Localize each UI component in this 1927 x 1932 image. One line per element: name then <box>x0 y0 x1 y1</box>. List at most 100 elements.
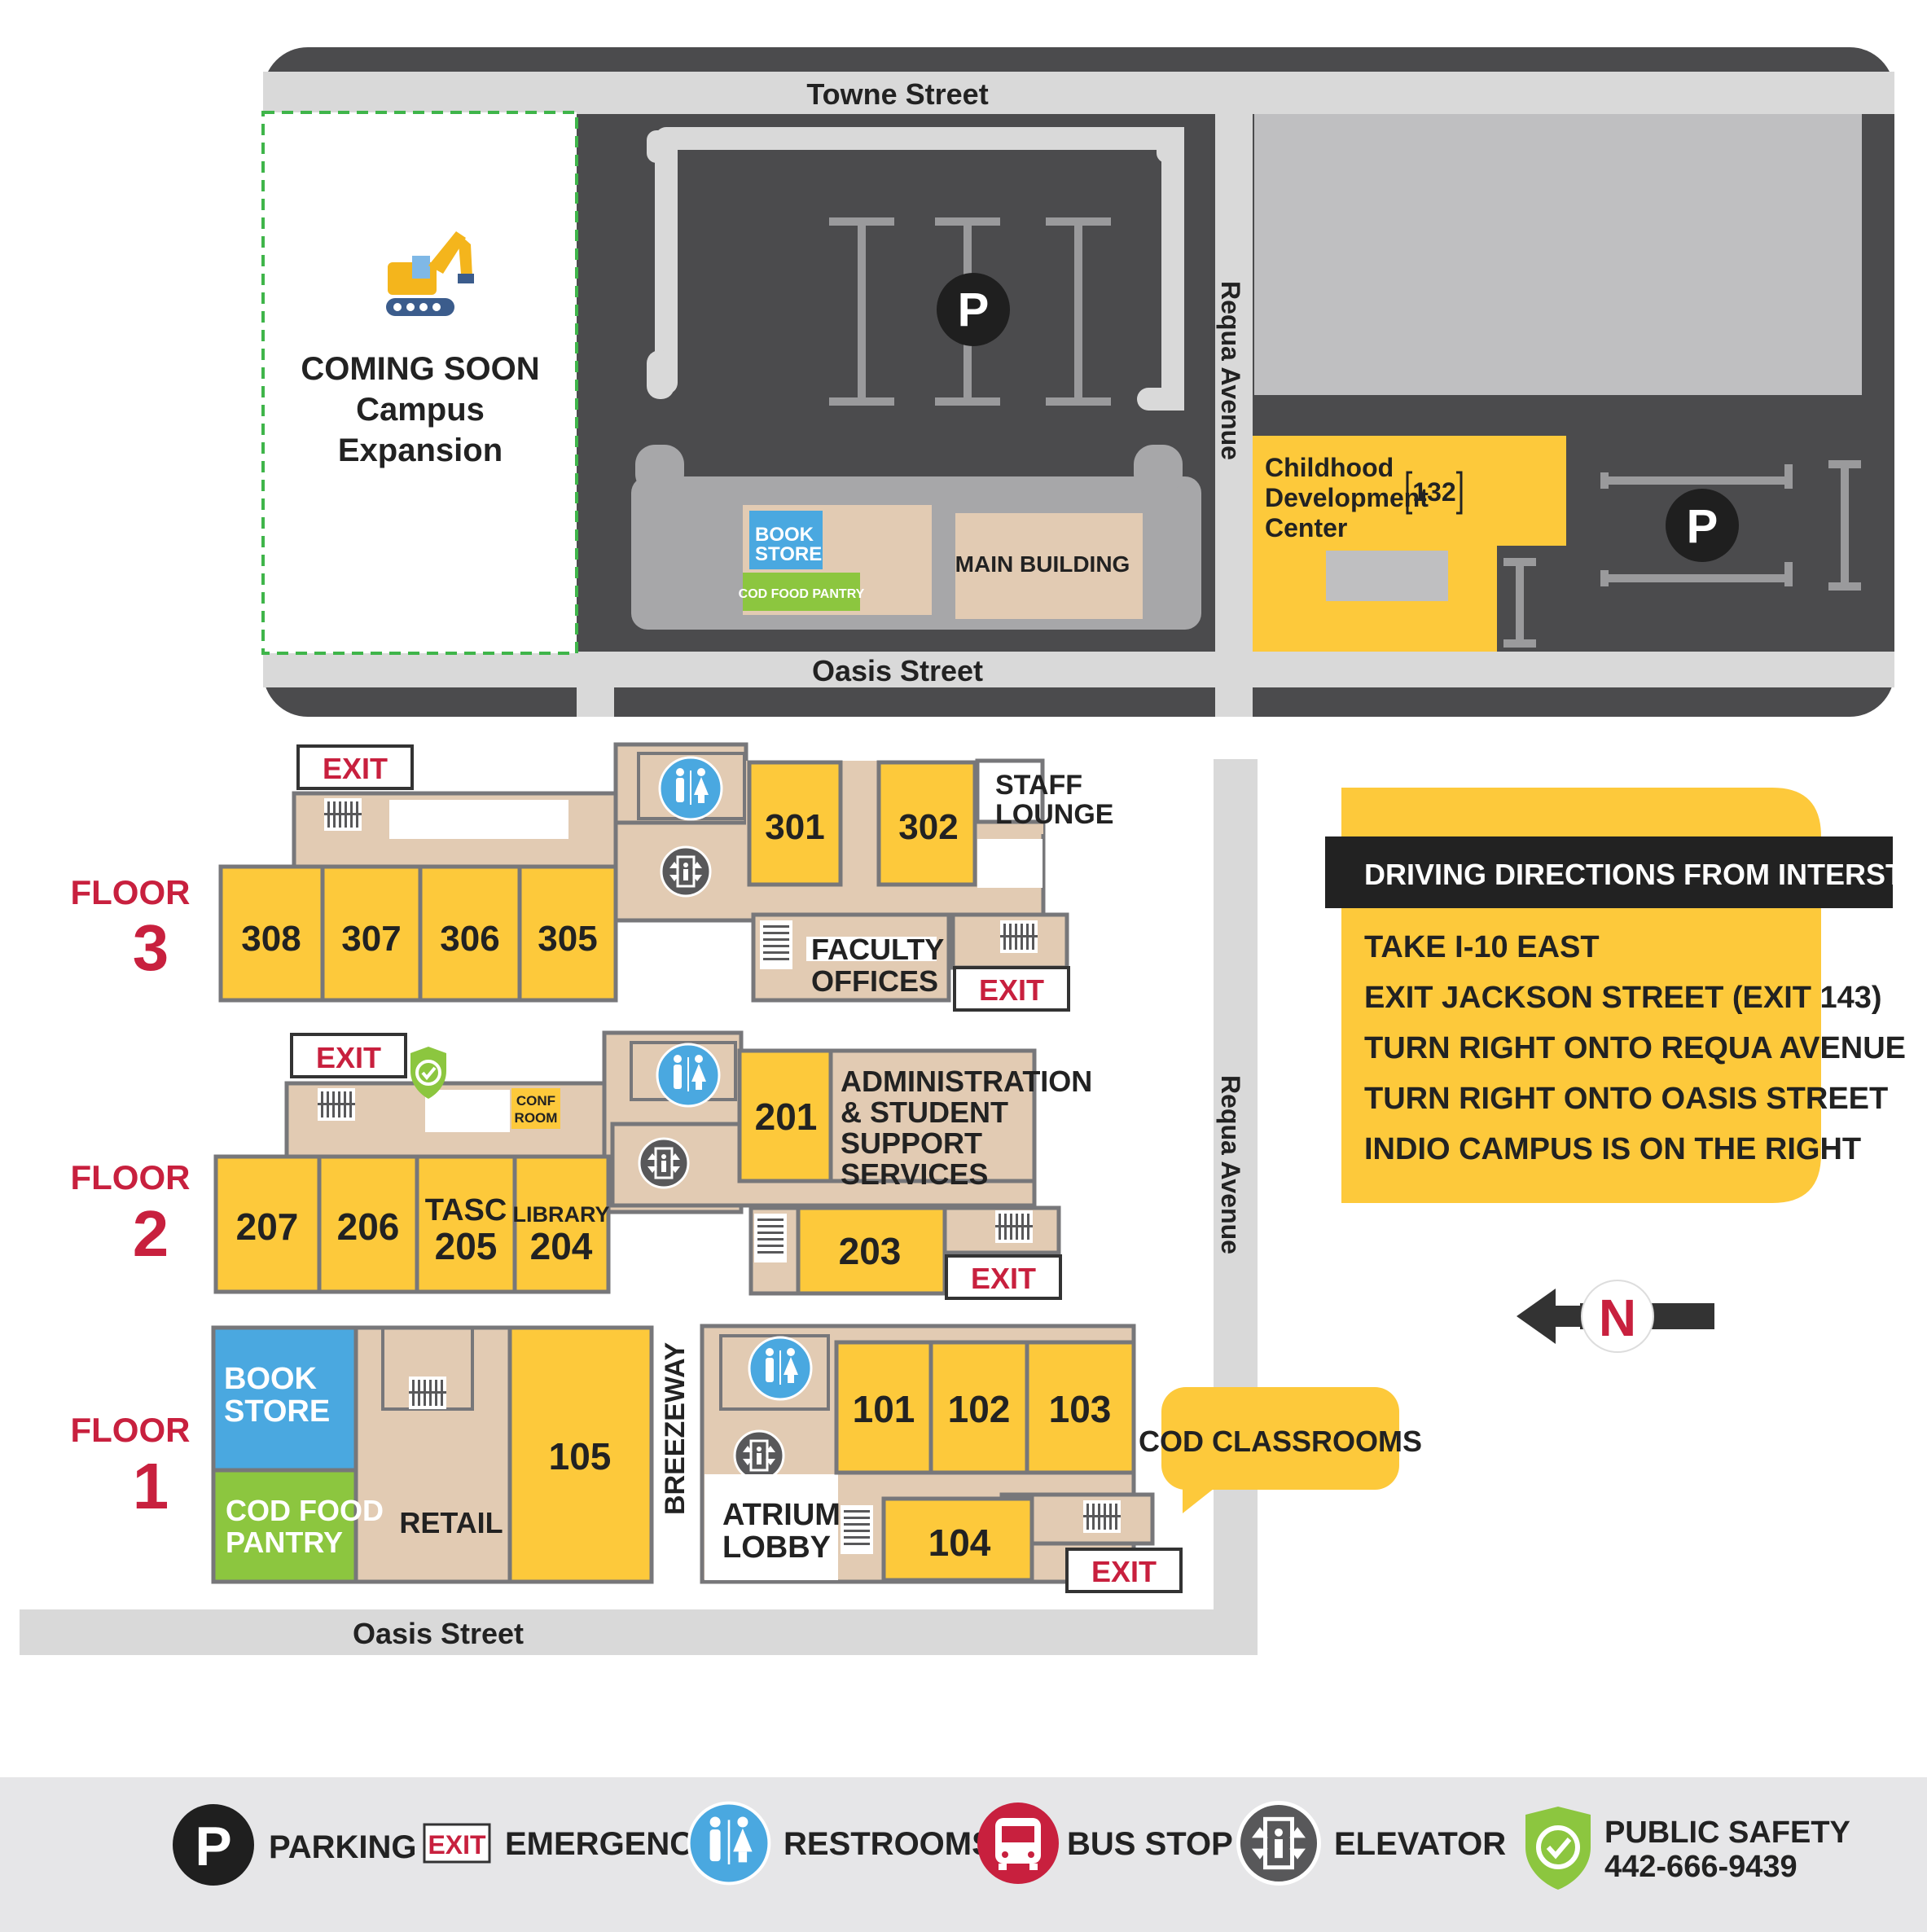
main-food-pantry-block <box>743 573 860 611</box>
library-label: LIBRARY <box>513 1202 610 1227</box>
main-food-pantry-label: COD FOOD PANTRY <box>739 587 865 601</box>
oasis-street-top-label: Oasis Street <box>812 654 983 687</box>
north-label: N <box>1599 1289 1636 1347</box>
room-104 <box>881 1496 1034 1583</box>
legend: P PARKING EXIT EMERGENCY RESTROOMS BUS S… <box>0 1777 1927 1932</box>
atrium-line2: LOBBY <box>722 1530 831 1565</box>
food-pantry-floor1 <box>211 1468 358 1584</box>
retail-label: RETAIL <box>399 1506 503 1539</box>
admin-line3: SUPPORT <box>841 1126 982 1160</box>
floor-1-word: FLOOR <box>71 1411 191 1449</box>
requa-avenue-top-label: Requa Avenue <box>1216 281 1245 460</box>
expansion-line3: Expansion <box>338 433 503 468</box>
room-301 <box>747 760 843 887</box>
exit-sign-floor3-west <box>296 744 414 790</box>
oasis-street-road-bottom <box>20 1609 1258 1655</box>
staff-lounge-line1: STAFF <box>995 770 1082 801</box>
requa-avenue-road-top <box>1215 114 1253 717</box>
faculty-offices-line1: FACULTY <box>811 933 944 966</box>
oasis-street-road <box>263 652 1894 687</box>
room-203-label: 203 <box>839 1230 902 1272</box>
north-arrow-icon: N <box>1517 1280 1714 1353</box>
main-bookstore-line1: BOOK <box>755 524 814 546</box>
legend-restrooms-label: RESTROOMS <box>784 1826 994 1862</box>
cdc-line2: Development <box>1265 483 1429 512</box>
legend-phone-number: 442-666-9439 <box>1604 1850 1798 1884</box>
floor-2-word: FLOOR <box>71 1158 191 1197</box>
exit-sign-icon <box>423 1823 491 1864</box>
floor-3-number: 3 <box>133 911 169 984</box>
atrium-line1: ATRIUM <box>722 1498 841 1532</box>
directions-step-4: TURN RIGHT ONTO OASIS STREET <box>1364 1082 1888 1116</box>
floor-2-plan: CONF ROOM 207 206 TASC 205 LIBRARY 204 2… <box>213 1030 1092 1300</box>
legend-emergency-label: EMERGENCY <box>505 1826 715 1862</box>
room-306-label: 306 <box>440 919 499 959</box>
room-102 <box>928 1340 1029 1475</box>
exit-label: EXIT <box>979 973 1044 1007</box>
directions-title: DRIVING DIRECTIONS FROM INTERSTATE 10: <box>1364 858 1927 891</box>
directions-step-5: INDIO CAMPUS IS ON THE RIGHT <box>1364 1132 1861 1166</box>
room-206-label: 206 <box>337 1205 400 1248</box>
exit-sign-floor2-east <box>945 1254 1062 1300</box>
elevator-icon-floor1 <box>733 1429 785 1482</box>
cod-classrooms-callout: COD CLASSROOMS <box>1139 1387 1422 1513</box>
towne-street-road <box>263 72 1894 114</box>
faculty-offices-line2: OFFICES <box>811 964 938 998</box>
bookstore-floor1 <box>211 1325 358 1473</box>
oasis-street-bottom-label: Oasis Street <box>353 1617 524 1650</box>
restroom-icon-floor1 <box>748 1336 813 1401</box>
legend-elevator-label: ELEVATOR <box>1334 1826 1506 1862</box>
parking-icon <box>173 1804 254 1886</box>
room-105 <box>507 1325 654 1584</box>
excavator-icon <box>386 231 474 316</box>
room-305 <box>517 864 618 1003</box>
room-301-label: 301 <box>765 807 824 847</box>
expansion-line2: Campus <box>356 392 485 428</box>
breezeway-label: BREEZEWAY <box>660 1341 691 1515</box>
legend-parking-symbol: P <box>195 1816 231 1877</box>
atrium-lobby <box>705 1474 838 1580</box>
room-103 <box>1025 1340 1136 1475</box>
bookstore-floor1-line2: STORE <box>224 1394 330 1429</box>
bookstore-floor1-line1: BOOK <box>224 1362 318 1396</box>
exit-label: EXIT <box>316 1041 381 1074</box>
exit-sign-floor3-east <box>953 966 1070 1012</box>
directions-step-2: EXIT JACKSON STREET (EXIT 143) <box>1364 981 1882 1015</box>
exit-label: EXIT <box>323 752 388 785</box>
main-building-label: MAIN BUILDING <box>955 551 1130 577</box>
conf-room-line2: ROOM <box>515 1110 558 1126</box>
main-bookstore-line2: STORE <box>755 543 822 565</box>
elevator-icon <box>1239 1803 1319 1884</box>
directions-step-1: TAKE I-10 EAST <box>1364 930 1600 964</box>
admin-line4: SERVICES <box>841 1157 988 1191</box>
driving-directions-panel: DRIVING DIRECTIONS FROM INTERSTATE 10: T… <box>1325 788 1927 1203</box>
public-safety-icon-floor2 <box>410 1047 446 1099</box>
room-307-label: 307 <box>341 919 401 959</box>
staff-lounge-line2: LOUNGE <box>995 799 1113 830</box>
exit-label: EXIT <box>1091 1555 1157 1588</box>
elevator-icon-floor2 <box>638 1137 690 1189</box>
admin-line1: ADMINISTRATION <box>841 1065 1092 1098</box>
room-307 <box>320 864 423 1003</box>
restroom-icon-floor2 <box>656 1043 721 1108</box>
room-207-label: 207 <box>236 1205 299 1248</box>
room-103-label: 103 <box>1049 1388 1112 1430</box>
site-map: COMING SOON Campus Expansion P BOOK STOR… <box>261 47 1894 717</box>
legend-bus-stop-label: BUS STOP <box>1067 1826 1233 1862</box>
floor-3-word: FLOOR <box>71 873 191 911</box>
exit-sign-floor1 <box>1065 1548 1183 1593</box>
legend-exit-text: EXIT <box>428 1830 486 1860</box>
exit-sign-floor2-west <box>290 1033 407 1078</box>
parking-symbol: P <box>958 283 990 336</box>
admin-line2: & STUDENT <box>841 1096 1008 1129</box>
exit-label: EXIT <box>971 1262 1036 1295</box>
conf-room <box>511 1088 560 1129</box>
room-204 <box>512 1154 611 1294</box>
parking-icon-main-lot <box>937 273 1010 346</box>
cdc-line1: Childhood <box>1265 453 1394 482</box>
room-105-label: 105 <box>549 1435 612 1478</box>
food-pantry-line2: PANTRY <box>226 1526 343 1559</box>
food-pantry-line1: COD FOOD <box>226 1494 384 1527</box>
restroom-icon <box>687 1801 771 1886</box>
floor-3-plan: 308 307 306 305 301 302 STAFF LOUNGE FAC… <box>218 742 1113 1012</box>
